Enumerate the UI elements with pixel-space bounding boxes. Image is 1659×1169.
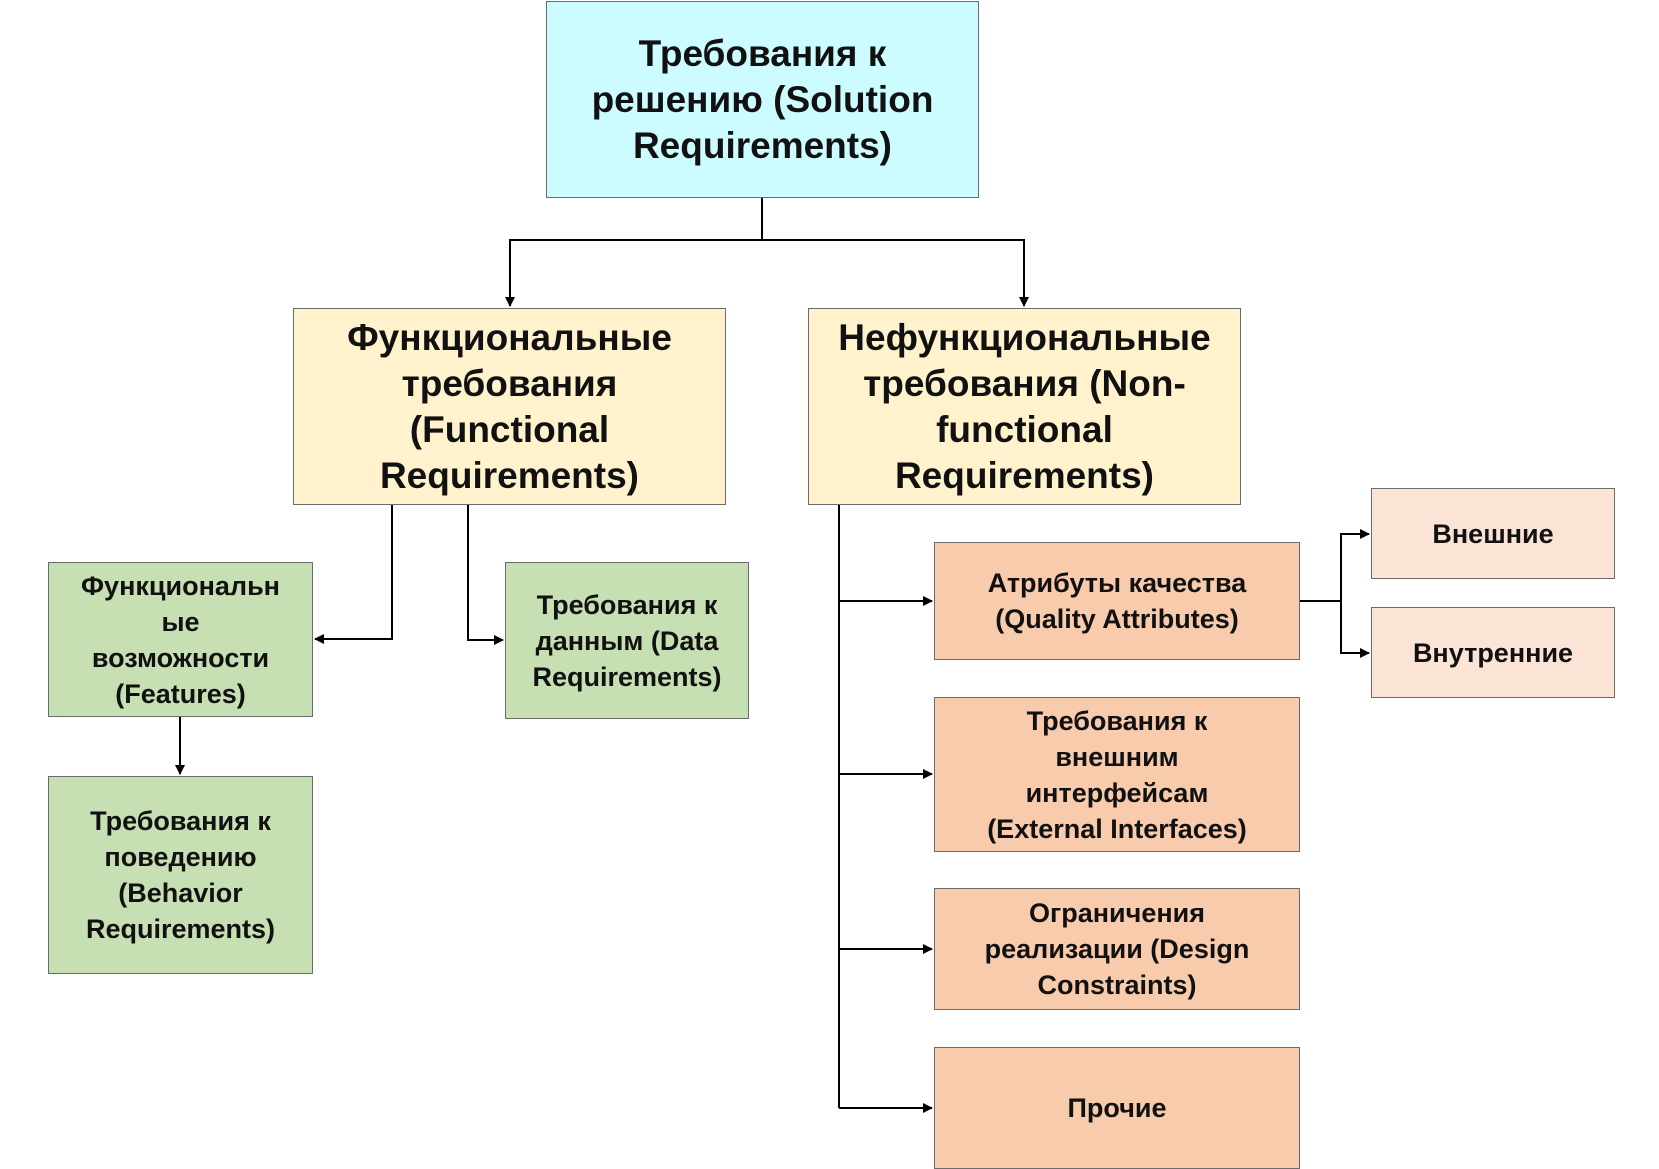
node-behavior-requirements: Требования к поведению (Behavior Require… <box>48 776 313 974</box>
node-solution-requirements: Требования к решению (Solution Requireme… <box>546 1 979 198</box>
node-features: Функциональн ые возможности (Features) <box>48 562 313 717</box>
connector-functional-features <box>314 505 393 644</box>
connector-root-nonfunctional <box>762 239 1029 307</box>
connector-functional-data <box>467 505 504 645</box>
node-quality-internal: Внутренние <box>1371 607 1615 698</box>
node-design-constraints: Ограничения реализации (Design Constrain… <box>934 888 1300 1010</box>
node-other: Прочие <box>934 1047 1300 1169</box>
connector-root-functional <box>505 239 762 307</box>
connector-quality-external <box>1340 529 1370 601</box>
node-functional-requirements: Функциональные требования (Functional Re… <box>293 308 726 505</box>
node-data-requirements: Требования к данным (Data Requirements) <box>505 562 749 719</box>
node-quality-external: Внешние <box>1371 488 1615 579</box>
node-quality-attributes: Атрибуты качества (Quality Attributes) <box>934 542 1300 660</box>
node-external-interfaces: Требования к внешним интерфейсам (Extern… <box>934 697 1300 852</box>
connector-quality-internal <box>1340 601 1370 658</box>
node-nonfunctional-requirements: Нефункциональные требования (Non- functi… <box>808 308 1241 505</box>
